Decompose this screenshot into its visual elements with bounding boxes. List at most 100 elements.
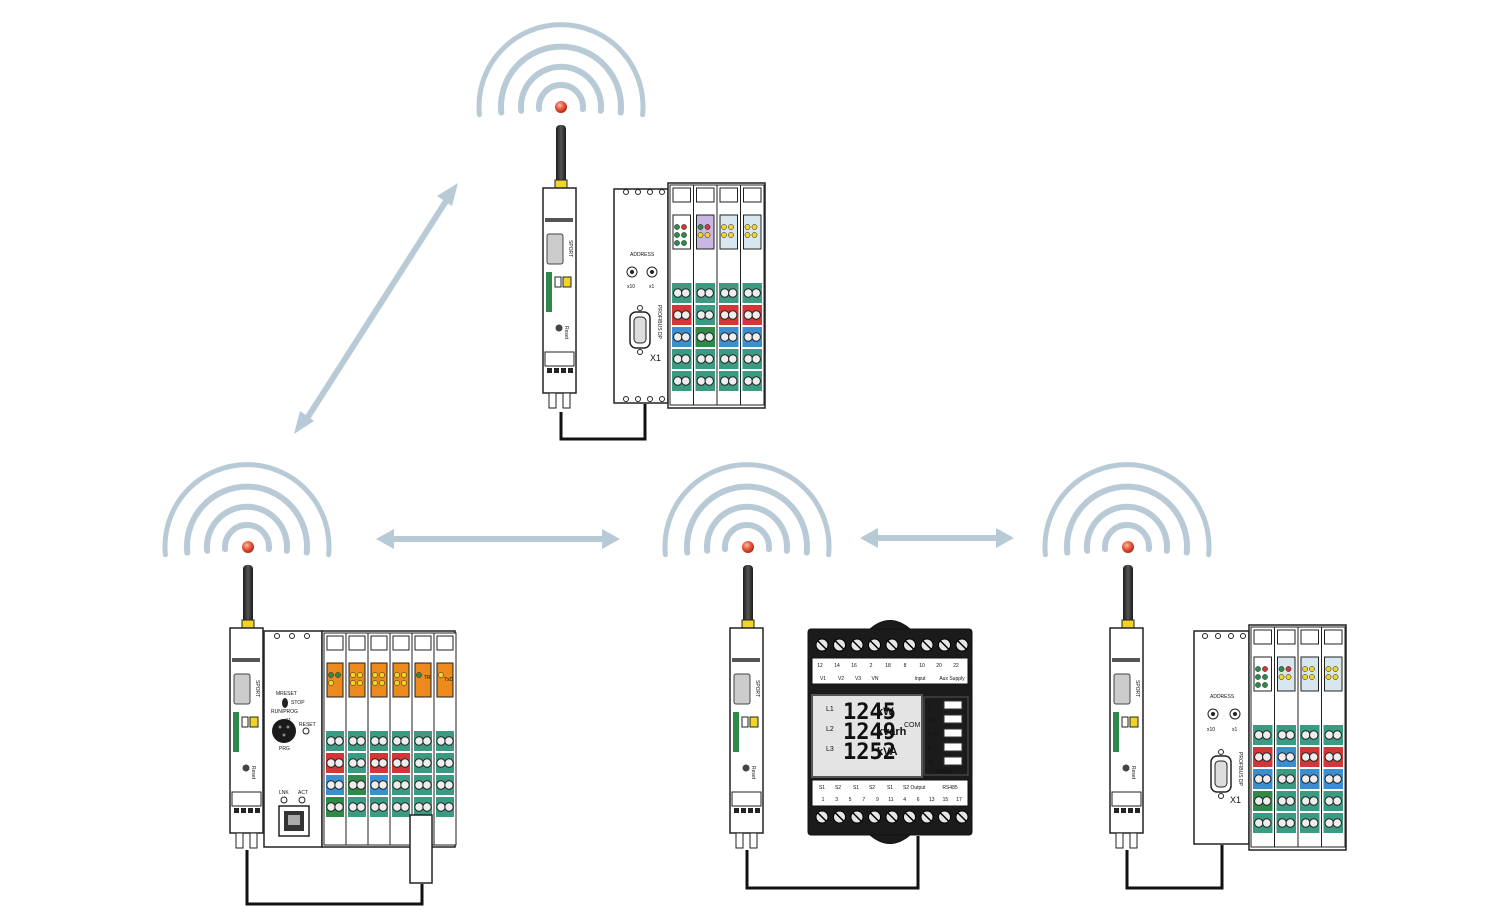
top-terminal-number: 18 bbox=[885, 663, 891, 669]
bottom-terminal-label: S2 bbox=[869, 785, 875, 791]
indicator-strip bbox=[233, 712, 239, 752]
module-led-panel bbox=[696, 214, 715, 250]
module-led-panel bbox=[1300, 656, 1319, 692]
terminal-hole bbox=[728, 310, 738, 320]
address-switch-x10[interactable] bbox=[626, 266, 638, 278]
terminal-hole bbox=[422, 736, 432, 746]
module-led-icon bbox=[751, 224, 758, 230]
meter-key-button[interactable] bbox=[943, 728, 963, 738]
terminal-hole bbox=[696, 332, 706, 342]
status-led-icon bbox=[555, 101, 567, 113]
bottom-terminal-number: 15 bbox=[943, 797, 949, 803]
mode-switch[interactable] bbox=[282, 698, 288, 708]
prg-port-icon[interactable] bbox=[272, 719, 296, 743]
meter-key-button[interactable] bbox=[943, 714, 963, 724]
address-switch-x10[interactable] bbox=[1207, 708, 1219, 720]
module-led-icon bbox=[1285, 674, 1292, 680]
screw-slot bbox=[939, 812, 950, 822]
terminal-hole bbox=[348, 736, 358, 746]
top-terminal-label: Input bbox=[914, 676, 926, 682]
link-arrow-left-middle bbox=[376, 529, 620, 549]
cable-top bbox=[559, 404, 647, 441]
ethernet-port-icon[interactable] bbox=[278, 805, 310, 837]
address-switch-x1[interactable] bbox=[1229, 708, 1241, 720]
reset-button-icon bbox=[1122, 764, 1130, 772]
terminal-hole bbox=[1285, 752, 1295, 762]
top-terminal-number: 20 bbox=[936, 663, 942, 669]
terminal-hole bbox=[1277, 730, 1287, 740]
terminal-hole bbox=[1309, 818, 1319, 828]
top-terminal-label: VN bbox=[872, 676, 879, 682]
terminal-hole bbox=[696, 310, 706, 320]
terminal-hole bbox=[378, 780, 388, 790]
tr-label: TR bbox=[424, 675, 431, 681]
terminal-hole bbox=[378, 758, 388, 768]
module-led-icon bbox=[697, 232, 704, 238]
module-led-panel bbox=[370, 662, 388, 698]
terminal-hole bbox=[392, 780, 402, 790]
terminal-hole bbox=[356, 736, 366, 746]
screw-slot bbox=[852, 812, 862, 822]
reset-button-icon bbox=[242, 764, 250, 772]
reset-label: Reset bbox=[750, 766, 756, 780]
meter-key-button[interactable] bbox=[943, 756, 963, 766]
terminal-hole bbox=[681, 332, 691, 342]
screw-slot bbox=[887, 812, 897, 822]
module-led-icon bbox=[1278, 666, 1285, 672]
profibus-station-top: ADDRESS x10 x1 PROFIBUS DP X1 bbox=[613, 182, 766, 409]
terminal-hole bbox=[1285, 730, 1295, 740]
module-led-icon bbox=[1309, 666, 1315, 672]
module-led-icon bbox=[1285, 666, 1292, 672]
terminal-hole bbox=[728, 332, 738, 342]
terminal-hole bbox=[422, 802, 432, 812]
x1-label: X1 bbox=[285, 718, 291, 724]
meter-key-button[interactable] bbox=[943, 742, 963, 752]
dip-switch bbox=[741, 716, 749, 728]
meter-key-button[interactable] bbox=[943, 700, 963, 710]
dip-switch bbox=[1121, 716, 1129, 728]
bottom-terminal-number: 3 bbox=[835, 797, 838, 803]
terminal-hole bbox=[1332, 774, 1342, 784]
terminal-hole bbox=[1277, 774, 1287, 784]
top-terminal-label: V2 bbox=[838, 676, 844, 682]
terminal-hole bbox=[356, 758, 366, 768]
indicator-strip bbox=[1113, 712, 1119, 752]
terminal-hole bbox=[326, 780, 336, 790]
dip-switch bbox=[554, 276, 562, 288]
terminal-screw bbox=[741, 808, 746, 813]
terminal-hole bbox=[348, 802, 358, 812]
wave-arc bbox=[662, 462, 832, 558]
terminal-screw bbox=[1135, 808, 1140, 813]
module-led-icon bbox=[1325, 674, 1332, 680]
terminal-hole bbox=[1277, 796, 1287, 806]
module-led-icon bbox=[416, 672, 422, 678]
bottom-terminal-label: S1 bbox=[887, 785, 893, 791]
terminal-block bbox=[231, 791, 262, 807]
module-led-panel bbox=[326, 662, 344, 698]
module-tab bbox=[1253, 629, 1272, 645]
terminal-hole bbox=[743, 288, 753, 298]
module-tab bbox=[348, 635, 366, 651]
module-led-icon bbox=[721, 224, 727, 230]
bottom-terminal-label: S1 bbox=[819, 785, 825, 791]
terminal-hole bbox=[392, 802, 402, 812]
rail-clip bbox=[249, 832, 258, 849]
terminal-hole bbox=[444, 802, 454, 812]
terminal-hole bbox=[704, 332, 714, 342]
screw-slot bbox=[887, 640, 897, 650]
terminal-hole bbox=[1309, 752, 1319, 762]
terminal-hole bbox=[436, 758, 446, 768]
bottom-terminal-number: 11 bbox=[888, 797, 893, 803]
top-terminal-label: V1 bbox=[820, 676, 826, 682]
link-arrow-middle-right bbox=[860, 528, 1014, 548]
terminal-hole bbox=[720, 354, 730, 364]
terminal-hole bbox=[1309, 730, 1319, 740]
io-terminals-right bbox=[1250, 626, 1346, 848]
bottom-terminal-number: 9 bbox=[876, 797, 879, 803]
cable-duct bbox=[409, 814, 433, 884]
address-switch-x1[interactable] bbox=[646, 266, 658, 278]
reset-button[interactable] bbox=[302, 727, 310, 735]
